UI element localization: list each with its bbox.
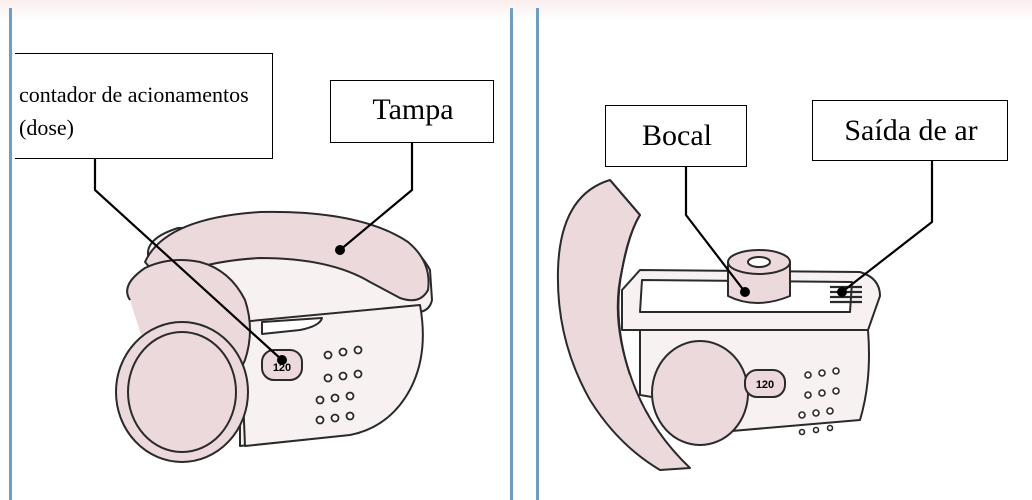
leader-dots	[277, 245, 847, 365]
left-border	[9, 8, 12, 500]
center-divider-left	[510, 8, 513, 500]
air-outlet-label: Saída de ar	[844, 114, 978, 147]
dose-counter-label-box: contador de acionamentos (dose)	[15, 53, 273, 159]
leader-lines	[93, 143, 934, 361]
dose-counter-leader	[93, 158, 283, 361]
closed-inhaler	[115, 210, 433, 463]
air-outlet-label-box: Saída de ar	[812, 100, 1008, 161]
dose-counter-point	[277, 355, 287, 365]
mouthpiece-label: Bocal	[642, 119, 712, 152]
cap-label: Tampa	[372, 93, 454, 126]
cap-point	[335, 245, 345, 255]
air-outlet-leader	[841, 160, 934, 293]
open-inhaler	[556, 179, 881, 471]
right-counter-display: 120	[756, 379, 774, 391]
cap-leader	[339, 143, 414, 251]
mouthpiece-label-box: Bocal	[605, 105, 747, 167]
air-outlet-point	[837, 287, 847, 297]
left-counter-display: 120	[273, 362, 291, 374]
mouthpiece-leader	[684, 166, 746, 293]
cap-label-box: Tampa	[330, 80, 494, 143]
center-divider-right	[536, 8, 539, 500]
top-fade	[0, 0, 1032, 22]
mouthpiece-point	[740, 287, 750, 297]
dose-counter-label: contador de acionamentos (dose)	[19, 82, 249, 140]
